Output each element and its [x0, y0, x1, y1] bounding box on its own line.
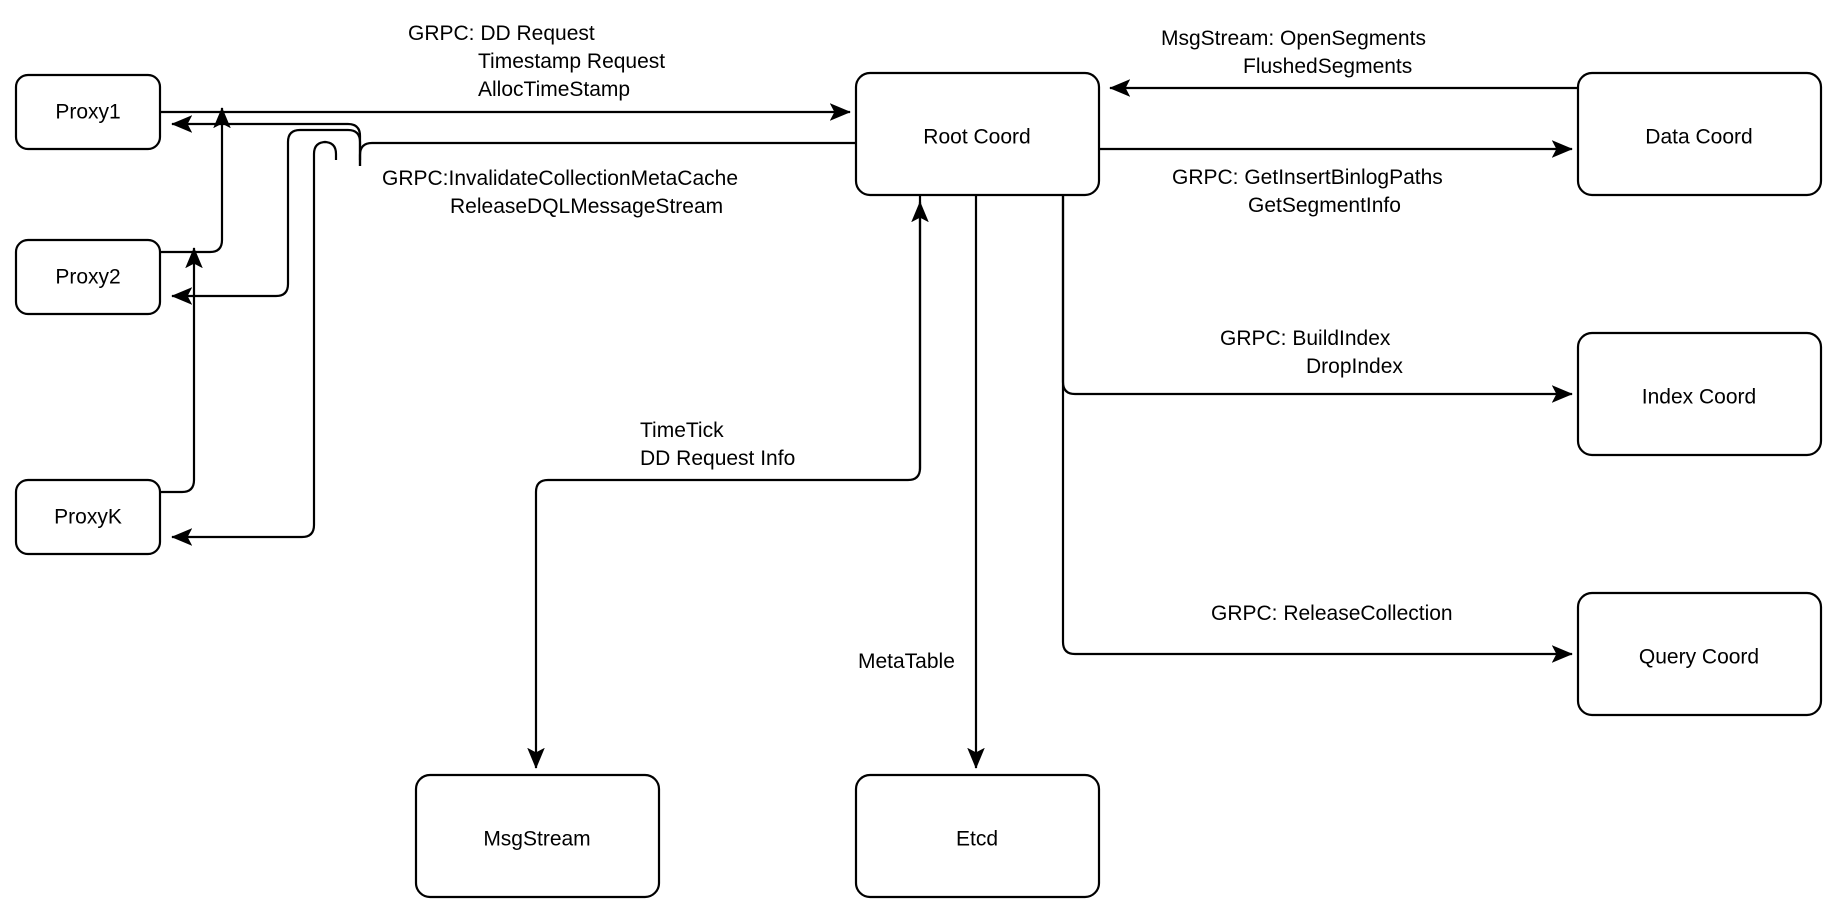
node-etcd-label: Etcd [956, 828, 998, 851]
node-datacoord-box [1576, 71, 1823, 197]
edge-label-line: AllocTimeStamp [478, 78, 630, 101]
node-querycoord-box [1576, 591, 1823, 717]
node-proxyk-box [14, 478, 162, 556]
edge-label-line: Timestamp Request [478, 50, 665, 73]
edge-label-rootcoord-etcd: MetaTable [858, 650, 955, 673]
edge-rootcoord-to-querycoord-line [1061, 195, 1573, 663]
node-etcd[interactable]: Etcd [854, 773, 1101, 899]
edge-label-line: GRPC: DD Request [408, 22, 595, 45]
node-querycoord-label: Query Coord [1639, 646, 1759, 669]
edge-rootcoord-to-querycoord [1061, 195, 1573, 663]
node-indexcoord[interactable]: Index Coord [1576, 331, 1823, 457]
edge-label-line: TimeTick [640, 419, 724, 442]
node-querycoord[interactable]: Query Coord [1576, 591, 1823, 717]
edge-label-rootcoord-to-msgstream: TimeTick DD Request Info [640, 419, 795, 470]
node-proxy2-box [14, 238, 162, 316]
edge-label-line: DropIndex [1306, 355, 1403, 378]
edge-rootcoord-to-proxy2 [171, 128, 362, 305]
edge-label-line: ReleaseDQLMessageStream [450, 195, 723, 218]
edge-label-line: FlushedSegments [1243, 55, 1412, 78]
node-proxyk[interactable]: ProxyK [14, 478, 162, 556]
edge-label-line: GetSegmentInfo [1248, 194, 1401, 217]
node-indexcoord-label: Index Coord [1642, 386, 1756, 409]
node-datacoord-label: Data Coord [1645, 126, 1752, 149]
edge-rootcoord-to-proxyk [171, 140, 338, 546]
edge-rootcoord-to-proxies-trunk [358, 141, 856, 166]
node-proxyk-label: ProxyK [54, 506, 122, 529]
edge-label-line: GRPC: BuildIndex [1220, 327, 1391, 350]
edge-rootcoord-to-proxies [171, 115, 856, 546]
edge-label-line: GRPC:InvalidateCollectionMetaCache [382, 167, 738, 190]
node-etcd-box [854, 773, 1101, 899]
edge-label-rootcoord-to-proxies: GRPC:InvalidateCollectionMetaCache Relea… [382, 167, 738, 218]
edge-proxyk-riser [160, 247, 203, 494]
edge-label-rootcoord-to-indexcoord: GRPC: BuildIndex DropIndex [1220, 327, 1403, 378]
node-proxy1[interactable]: Proxy1 [14, 73, 162, 151]
node-indexcoord-box [1576, 331, 1823, 457]
edge-label-line: DD Request Info [640, 447, 795, 470]
edge-rootcoord-etcd [911, 195, 985, 769]
node-msgstream-label: MsgStream [483, 828, 590, 851]
edge-rootcoord-to-msgstream [527, 195, 922, 769]
node-rootcoord-label: Root Coord [923, 126, 1030, 149]
node-msgstream-box [414, 773, 661, 899]
edge-proxies-to-rootcoord [160, 103, 851, 494]
node-rootcoord[interactable]: Root Coord [854, 71, 1101, 197]
edge-rootcoord-to-msgstream-line [527, 195, 922, 769]
node-msgstream[interactable]: MsgStream [414, 773, 661, 899]
edge-label-proxies-to-rootcoord: GRPC: DD Request Timestamp Request Alloc… [408, 22, 665, 101]
edge-label-line: GRPC: ReleaseCollection [1211, 602, 1453, 625]
edge-label-line: MsgStream: OpenSegments [1161, 27, 1426, 50]
edge-label-line: MetaTable [858, 650, 955, 673]
node-proxy2-label: Proxy2 [55, 266, 120, 289]
edge-label-line: GRPC: GetInsertBinlogPaths [1172, 166, 1443, 189]
node-proxy2[interactable]: Proxy2 [14, 238, 162, 316]
node-rootcoord-box [854, 71, 1101, 197]
node-proxy1-label: Proxy1 [55, 101, 120, 124]
node-datacoord[interactable]: Data Coord [1576, 71, 1823, 197]
edge-proxy2-riser [160, 107, 231, 254]
edge-label-rootcoord-to-querycoord: GRPC: ReleaseCollection [1211, 602, 1453, 625]
edge-label-rootcoord-to-datacoord: GRPC: GetInsertBinlogPaths GetSegmentInf… [1172, 166, 1443, 217]
edge-label-datacoord-to-rootcoord: MsgStream: OpenSegments FlushedSegments [1161, 27, 1426, 78]
